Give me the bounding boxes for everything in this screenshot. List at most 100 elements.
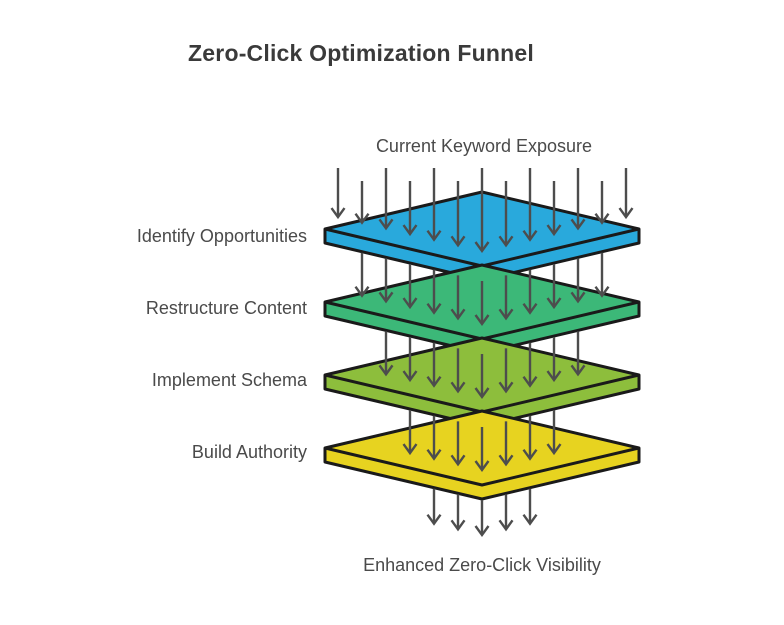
flow-arrowhead-icon <box>474 387 490 400</box>
flow-arrow <box>450 421 466 467</box>
flow-arrowhead-icon <box>570 218 586 231</box>
flow-arrow <box>450 348 466 394</box>
flow-arrow <box>522 488 538 526</box>
flow-arrowhead-icon <box>426 302 442 315</box>
flow-arrowhead-icon <box>546 370 562 383</box>
arrow-band-4 <box>426 488 538 538</box>
flow-arrowhead-icon <box>378 218 394 231</box>
flow-arrow <box>402 264 418 310</box>
layer-label-restructure-content: Restructure Content <box>145 298 307 318</box>
flow-arrow <box>402 181 418 237</box>
flow-arrowhead-icon <box>522 229 538 242</box>
flow-arrow <box>474 500 490 538</box>
flow-arrowhead-icon <box>354 286 370 298</box>
flow-arrow <box>594 252 610 298</box>
flow-arrowhead-icon <box>378 291 394 304</box>
flow-arrowhead-icon <box>522 302 538 315</box>
flow-arrowhead-icon <box>474 241 490 254</box>
flow-arrowhead-icon <box>498 519 514 532</box>
flow-arrowhead-icon <box>402 370 418 383</box>
flow-arrow <box>498 181 514 248</box>
flow-arrowhead-icon <box>618 207 634 220</box>
flow-arrow <box>474 354 490 400</box>
flow-arrowhead-icon <box>594 213 610 225</box>
flow-arrow <box>474 281 490 327</box>
flow-arrow <box>426 168 442 242</box>
flow-arrowhead-icon <box>330 207 346 220</box>
flow-arrow <box>378 168 394 231</box>
flow-arrow <box>594 181 610 225</box>
flow-arrow <box>498 421 514 467</box>
flow-arrowhead-icon <box>594 286 610 298</box>
flow-arrowhead-icon <box>450 454 466 467</box>
flow-arrow <box>426 269 442 315</box>
flow-arrow <box>474 427 490 473</box>
flow-arrowhead-icon <box>426 375 442 388</box>
flow-arrowhead-icon <box>522 513 538 526</box>
flow-arrowhead-icon <box>402 224 418 237</box>
flow-arrow <box>546 264 562 310</box>
flow-arrow <box>618 168 634 220</box>
flow-arrowhead-icon <box>426 229 442 242</box>
flow-arrowhead-icon <box>498 235 514 248</box>
layer-label-identify-opportunities: Identify Opportunities <box>136 226 307 246</box>
flow-arrowhead-icon <box>498 308 514 321</box>
flow-arrowhead-icon <box>498 381 514 394</box>
flow-arrowhead-icon <box>522 448 538 461</box>
flow-arrow <box>570 168 586 231</box>
arrow-band-1 <box>354 252 610 327</box>
arrow-band-3 <box>402 410 562 473</box>
flow-arrow <box>330 168 346 220</box>
flow-arrow <box>402 337 418 383</box>
flow-arrowhead-icon <box>450 235 466 248</box>
funnel-output-label: Enhanced Zero-Click Visibility <box>363 555 601 575</box>
flow-arrow <box>354 181 370 225</box>
flow-arrowhead-icon <box>570 291 586 304</box>
flow-arrow <box>570 258 586 304</box>
flow-arrow <box>522 168 538 242</box>
flow-arrowhead-icon <box>402 443 418 456</box>
layer-label-implement-schema: Implement Schema <box>151 370 307 390</box>
flow-arrowhead-icon <box>474 314 490 327</box>
flow-arrowhead-icon <box>546 224 562 237</box>
funnel-input-label: Current Keyword Exposure <box>375 136 593 156</box>
flow-arrowhead-icon <box>546 443 562 456</box>
flow-arrow <box>450 181 466 248</box>
flow-arrowhead-icon <box>474 525 490 538</box>
flow-arrowhead-icon <box>570 364 586 377</box>
flow-arrow <box>498 275 514 321</box>
flow-arrow <box>498 348 514 394</box>
flow-arrowhead-icon <box>450 519 466 532</box>
flow-arrowhead-icon <box>426 513 442 526</box>
flow-arrowhead-icon <box>522 375 538 388</box>
flow-arrow <box>426 488 442 526</box>
flow-arrow <box>570 331 586 377</box>
flow-arrow <box>354 252 370 298</box>
flow-arrow <box>378 331 394 377</box>
flow-arrow <box>426 342 442 388</box>
flow-arrow <box>474 168 490 254</box>
flow-arrow <box>402 410 418 456</box>
diagram-title: Zero-Click Optimization Funnel <box>188 40 534 66</box>
flow-arrowhead-icon <box>426 448 442 461</box>
flow-arrowhead-icon <box>450 381 466 394</box>
flow-arrow <box>426 415 442 461</box>
flow-arrowhead-icon <box>498 454 514 467</box>
flow-arrowhead-icon <box>546 297 562 310</box>
layer-label-build-authority: Build Authority <box>191 442 307 462</box>
flow-arrow <box>522 342 538 388</box>
flow-arrow <box>378 258 394 304</box>
funnel-layer-edge <box>324 446 640 487</box>
flow-arrowhead-icon <box>378 364 394 377</box>
flow-arrow <box>546 410 562 456</box>
flow-arrowhead-icon <box>402 297 418 310</box>
flow-arrow <box>546 337 562 383</box>
flow-arrow <box>450 275 466 321</box>
flow-arrowhead-icon <box>354 213 370 225</box>
flow-arrow <box>546 181 562 237</box>
arrow-band-2 <box>378 331 586 400</box>
flow-arrow <box>450 494 466 532</box>
flow-arrow <box>522 269 538 315</box>
flow-arrowhead-icon <box>450 308 466 321</box>
